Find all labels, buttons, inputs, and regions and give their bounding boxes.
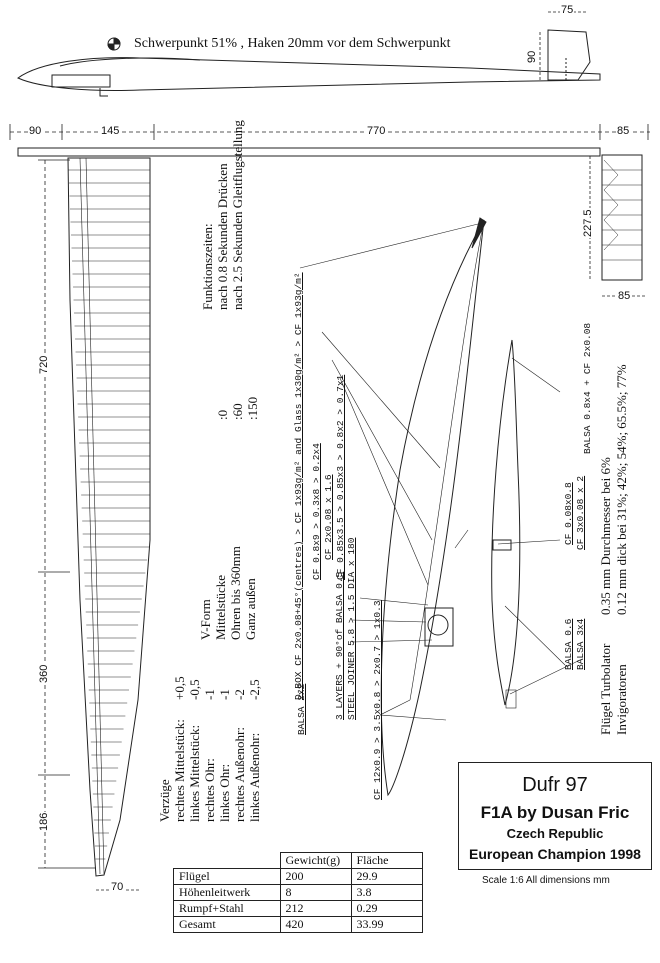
stab-section-drawing [491,339,581,709]
dim-top-nose: 90 [28,125,43,137]
stab-cf-2: CF 3x0.08 x 2 [575,475,586,550]
dim-stab-chord-bottom: 85 [617,290,632,302]
spar-top-note: D-BOX CF 2x0.08+45°(centres) > CF 1x93g/… [293,272,304,700]
dim-panel-tip: 186 [38,811,50,832]
model-award: European Champion 1998 [469,845,641,862]
table-header-cell [174,853,281,869]
dim-top-stab: 85 [616,125,631,137]
warp-row: linkes Mittelstück:-0,5 [187,679,202,822]
spar-line-2: CF 2x0.08 x 1.6 [323,474,334,560]
turbulator-block: Flügel Turbolator0.35 mm Durchmesser bei… [598,364,630,735]
warp-row: linkes Ohr:-1 [217,689,232,822]
dim-top-center: 145 [100,125,121,137]
wing-dimension-lines [38,159,140,891]
warps-title: Verzüge [157,779,172,822]
warps-block: Verzüge rechtes Mittelstück:+0,5 linkes … [157,676,262,822]
table-cell: 29.9 [350,868,423,885]
spar-line-1: CF 0.8x9 > 0.3x8 > 0.2x4 [311,443,322,580]
stab-balsa-1: BALSA 0.6 [563,618,574,670]
stab-balsa-2: BALSA 3x4 [575,618,586,670]
scale-note: Scale 1:6 All dimensions mm [482,875,610,886]
table-cell: Höhenleitwerk [173,884,281,901]
stab-balsa-top: BALSA 0.8x4 + CF 2x0.08 [582,322,593,454]
table-cell: 200 [279,868,352,885]
fuselage-side-view [17,29,601,97]
dim-stab-chord: 75 [560,4,575,16]
stab-cf-1: CF 0.08x0.8 [563,482,574,545]
function-times-row: :60nach 2.5 Sekunden Gleitflugstellung [230,120,245,420]
warp-row: linkes Außenohr:-2,5 [247,679,262,822]
top-dimension-lines [9,11,650,140]
function-times-title: Funktionszeiten: [200,223,215,310]
dim-top-wing: 770 [366,125,387,137]
joiner-note: STEEL JOINER 5.8 > 1.5 DIA x 180 [346,537,357,720]
table-row: Gesamt 420 33.99 [173,916,423,933]
layers-note: 3 LAYERS + 90°of BALSA 0.5 [334,571,345,720]
table-header-cell: Fläche [350,852,423,869]
cg-note: Schwerpunkt 51% , Haken 20mm vor dem Sch… [134,36,451,51]
table-cell: 212 [279,900,352,917]
table-row: Rumpf+Stahl 212 0.29 [173,900,423,917]
table-cell: Rumpf+Stahl [173,900,281,917]
model-subtitle: F1A by Dusan Fric [480,803,630,822]
table-cell: 3.8 [350,884,423,901]
vform-block: V-Form Mittelstücke Ohren bis 360mm Ganz… [198,546,258,640]
dim-tip-chord: 70 [110,881,125,893]
dim-stab-span: 227.5 [582,208,594,238]
table-row: Flügel 200 29.9 [173,868,423,885]
warp-row: rechtes Ohr:-1 [202,689,217,822]
stabilizer-planform [589,154,646,297]
balsa-2x2-note: BALSA 2x2 [296,683,307,735]
table-cell: Flügel [173,868,281,885]
function-times-block: Funktionszeiten: :0nach 0.8 Sekunden Drü… [200,120,260,420]
vform-row: Ohren bis 360mm [228,546,243,640]
dim-panel-ear: 360 [38,663,50,684]
vform-row: Mittelstücke [213,575,228,640]
table-header-cell: Gewicht(g) [279,852,352,869]
cg-symbol-icon [107,37,121,51]
wing-section-drawing [299,217,487,797]
invigorator-row: Invigoratoren0.12 mm dick bei 31%; 42%; … [614,364,629,735]
title-block: Dufr 97 F1A by Dusan Fric Czech Republic… [458,762,652,870]
dim-fin-height: 90 [526,49,538,64]
weights-table: Gewicht(g) Fläche Flügel 200 29.9 Höhenl… [173,852,423,933]
dim-panel-mid: 720 [38,354,50,375]
table-cell: Gesamt [173,916,281,933]
table-cell: 8 [279,884,352,901]
table-cell: 33.99 [350,916,423,933]
model-country: Czech Republic [506,826,604,842]
table-cell: 0.29 [350,900,423,917]
turbulator-row: Flügel Turbolator0.35 mm Durchmesser bei… [598,457,613,735]
bottom-cf-note: CF 12x0.9 > 3.5x0.8 > 2x0.7 > 1x0.3 [372,600,383,800]
table-header-row: Gewicht(g) Fläche [174,852,423,869]
spar-line-3: CF 0.85x3.5 > 0.85x3 > 0.8x2 > 0.7x1 [335,374,346,580]
wing-planform [67,157,151,877]
function-times-row: :0nach 0.8 Sekunden Drücken [215,163,230,420]
table-cell: 420 [279,916,352,933]
table-row: Höhenleitwerk 8 3.8 [173,884,423,901]
warp-row: rechtes Außenohr:-2 [232,689,247,822]
function-times-row: :150 [245,396,260,420]
warp-row: rechtes Mittelstück:+0,5 [172,676,187,822]
vform-row: Ganz außen [243,578,258,640]
model-name: Dufr 97 [522,774,588,796]
vform-row: V-Form [198,599,213,640]
